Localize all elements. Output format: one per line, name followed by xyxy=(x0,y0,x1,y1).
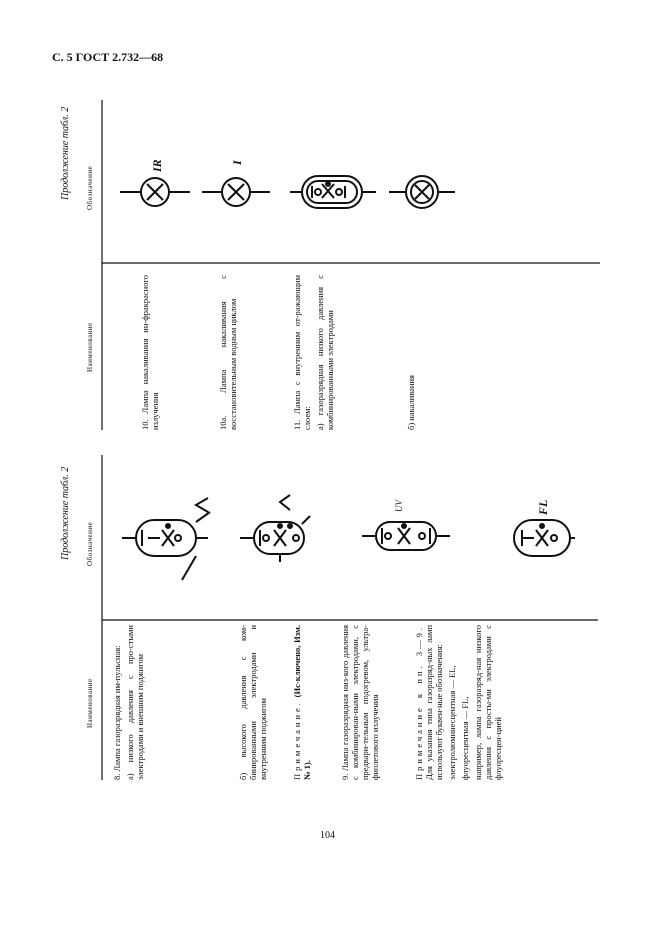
row-8a-text: а) низкого давления с про-стыми электрод… xyxy=(125,625,145,780)
row-8b-text: б) высокого давления с ком-бинированными… xyxy=(238,625,268,780)
note-2-el: электролюминесцентная — EL, xyxy=(447,665,457,780)
row-10-text: 10. Лампа накаливания ин-фракрасного изл… xyxy=(140,275,160,430)
row-11-title: 11. Лампа с внутренним от-ражающим слоем… xyxy=(292,275,312,430)
note-2-label: Примечание к пп. 3—9. xyxy=(414,625,424,780)
row-11-text: 11. Лампа с внутренним от-ражающим слоем… xyxy=(292,275,338,430)
lamp-ir-icon xyxy=(120,177,190,207)
row-8-title: 8. Лампа газоразрядная им-пульсная: xyxy=(112,645,122,780)
note-2-example: например, лампа газоразряд-ная низкого д… xyxy=(473,625,503,780)
row-9-text: 9. Лампа газоразрядная низ-кого давления… xyxy=(340,625,380,780)
row-10a-text: 10а. Лампа накаливания с восстановительн… xyxy=(218,275,238,430)
right-col-symbol-header: Обозначение xyxy=(86,165,94,210)
ir-label: IR xyxy=(150,159,164,172)
lamp-regenerative-icon xyxy=(202,177,270,207)
page-header: С. 5 ГОСТ 2.732—68 xyxy=(52,50,164,64)
note-2-text: Для указания типа газоразряд-ных ламп ис… xyxy=(424,625,444,780)
note-2-fl: флуоресцентная — FL, xyxy=(460,696,470,780)
note-2: Примечание к пп. 3—9. Для указания типа … xyxy=(414,625,506,780)
left-col-symbol-header: Обозначение xyxy=(86,521,94,566)
row-11a-text: а) газоразрядная низкого давления с комб… xyxy=(315,275,335,430)
row-11b-text: б) накаливания xyxy=(406,375,416,430)
page-number: 104 xyxy=(320,830,335,841)
lamp-reflective-gas-icon xyxy=(290,175,376,209)
lamp-pulse-low-icon xyxy=(122,497,211,581)
uv-label: UV xyxy=(394,500,404,512)
note-1: Примечание. (Ис-ключено, Изм. № 1). xyxy=(292,625,315,780)
lamp-pulse-high-icon xyxy=(240,494,311,562)
right-table-caption: Продолжение табл. 2 xyxy=(60,106,71,200)
row-8-text: 8. Лампа газоразрядная им-пульсная: а) н… xyxy=(112,625,148,780)
i-label: I xyxy=(230,160,244,165)
lamp-reflective-incandescent-icon xyxy=(389,175,455,209)
left-col-name-header: Наименование xyxy=(86,678,94,728)
lamp-fl-icon xyxy=(513,519,575,557)
lamp-uv-icon xyxy=(362,521,450,551)
right-col-name-header: Наименование xyxy=(86,322,94,372)
note-1-label: Примечание. xyxy=(292,700,302,780)
left-table-caption: Продолжение табл. 2 xyxy=(60,466,71,560)
fl-label: FL xyxy=(536,499,550,515)
